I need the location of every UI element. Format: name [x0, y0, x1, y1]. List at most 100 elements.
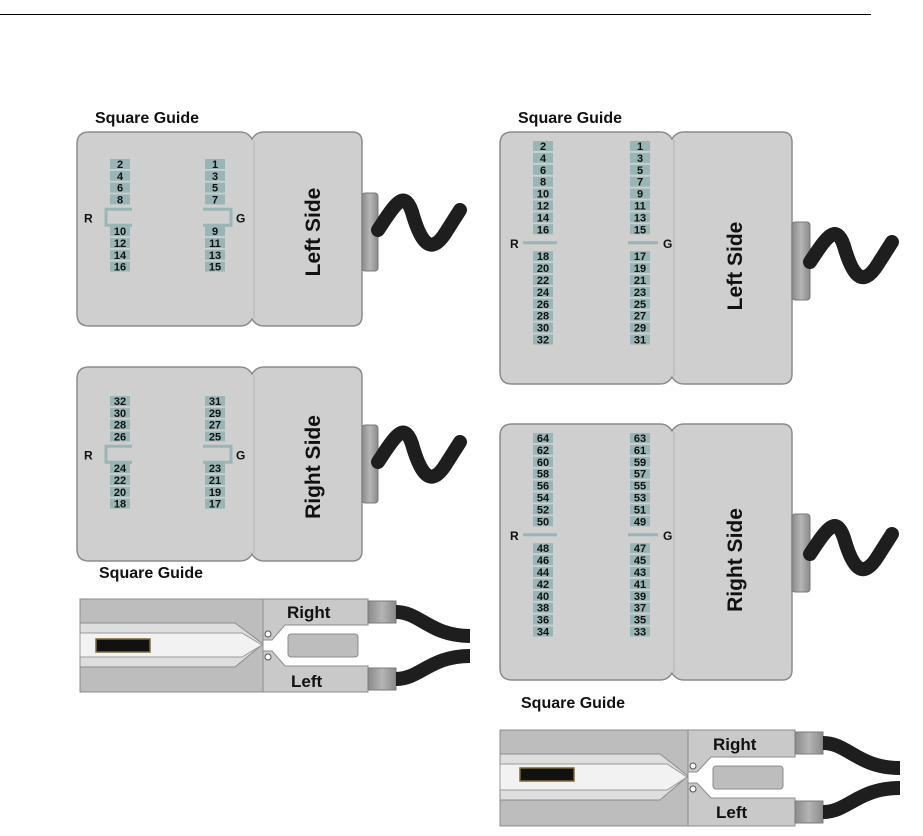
g-marker: G: [236, 211, 245, 225]
pin-number: 10: [537, 189, 549, 201]
clip-assembly-large: Right Left: [499, 729, 901, 827]
r-marker: R: [510, 237, 519, 251]
pin-number: 11: [634, 201, 646, 213]
pivot-icon: [689, 762, 697, 770]
pin-pad: [630, 516, 650, 527]
pin-number: 49: [634, 516, 646, 528]
pin-grid: 2468101214161820222426283032R13579111315…: [510, 141, 672, 347]
pivot-icon: [264, 630, 272, 638]
pin-pad: [533, 602, 553, 613]
pin-pad: [533, 251, 553, 262]
pin-number: 35: [634, 615, 646, 627]
cable-plug: [794, 800, 824, 824]
pivot-icon: [689, 785, 697, 793]
pin-number: 22: [537, 275, 549, 287]
pin-pad: [533, 433, 553, 443]
pin-pad: [533, 188, 553, 199]
pin-number: 23: [634, 287, 646, 299]
pin-pad: [110, 486, 130, 497]
pin-pad: [630, 152, 650, 163]
pin-pad: [630, 212, 650, 223]
pin-pad: [630, 614, 650, 625]
pin-number: 64: [537, 433, 550, 445]
pin-pad: [205, 238, 225, 248]
pin-number: 27: [209, 420, 221, 432]
pin-number: 24: [114, 463, 127, 475]
side-label: Left Side: [724, 222, 747, 311]
pin-pad: [630, 200, 650, 211]
pin-number: 13: [209, 250, 221, 262]
pin-number: 62: [537, 445, 549, 457]
pin-pad: [533, 275, 553, 285]
cable: [395, 605, 471, 643]
pin-number: 14: [537, 212, 550, 224]
pin-pad: [205, 159, 225, 169]
pin-number: 29: [209, 408, 221, 420]
pin-number: 31: [209, 396, 221, 408]
pin-pad: [630, 176, 650, 187]
pin-pad: [630, 578, 650, 589]
pin-number: 7: [212, 194, 218, 206]
pin-pad: [533, 456, 553, 467]
pin-number: 1: [637, 141, 643, 153]
pin-number: 63: [634, 433, 646, 445]
square-guide-label: Square Guide: [518, 110, 622, 127]
pin-number: 55: [634, 481, 646, 493]
g-marker: G: [236, 448, 245, 462]
pin-pad: [110, 170, 130, 181]
clip-right-arm: [262, 598, 369, 641]
cable-plug: [794, 731, 824, 755]
pin-number: 12: [537, 201, 549, 213]
pin-pad: [630, 433, 650, 443]
pin-number: 37: [634, 603, 646, 615]
pin-pad: [630, 286, 650, 297]
pin-pad: [533, 504, 553, 515]
pin-number: 21: [209, 475, 221, 487]
pin-number: 3: [637, 153, 643, 165]
pin-pad: [533, 200, 553, 211]
pin-pad: [630, 543, 650, 554]
pin-number: 32: [114, 396, 126, 408]
pin-number: 20: [537, 263, 549, 275]
g-marker: G: [663, 237, 672, 251]
pin-number: 39: [634, 591, 646, 603]
pin-number: 16: [114, 262, 126, 274]
pin-pad: [533, 492, 553, 503]
clip-left-label: Left: [716, 803, 748, 822]
pin-pad: [205, 498, 225, 509]
pin-number: 48: [537, 543, 549, 555]
pin-pad: [533, 212, 553, 223]
pin-pad: [533, 164, 553, 175]
pin-number: 58: [537, 469, 549, 481]
pin-number: 12: [114, 238, 126, 250]
pin-pad: [533, 614, 553, 625]
pin-number: 8: [540, 177, 546, 189]
pin-pad: [110, 498, 130, 509]
g-marker: G: [663, 529, 672, 543]
cable-plug: [367, 667, 397, 691]
pin-number: 45: [634, 555, 646, 567]
pin-number: 50: [537, 516, 549, 528]
pin-pad: [110, 463, 130, 474]
pin-pad: [110, 249, 130, 260]
pin-number: 11: [209, 238, 221, 250]
pin-number: 4: [117, 171, 124, 183]
pin-number: 10: [114, 226, 126, 238]
pin-pad: [110, 475, 130, 485]
connector-large-left-side: Square Guide 246810121416182022242628303…: [499, 110, 899, 385]
pin-pad: [630, 224, 650, 235]
pin-number: 2: [117, 159, 123, 171]
pin-number: 38: [537, 603, 549, 615]
pin-number: 36: [537, 615, 549, 627]
square-guide-label: Square Guide: [99, 565, 203, 582]
pin-pad: [533, 298, 553, 309]
pin-number: 20: [114, 487, 126, 499]
pin-number: 29: [634, 323, 646, 335]
clip-left-arm: [262, 650, 369, 693]
pin-number: 7: [637, 177, 643, 189]
pin-number: 9: [637, 189, 643, 201]
pin-pad: [533, 543, 553, 554]
pin-pad: [205, 249, 225, 260]
pin-number: 59: [634, 457, 646, 469]
